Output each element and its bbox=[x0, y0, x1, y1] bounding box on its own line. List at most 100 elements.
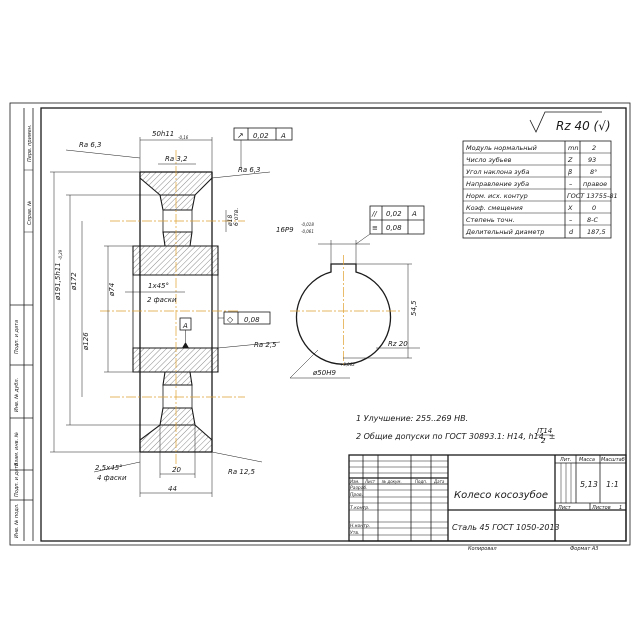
param-val-6: 8-С bbox=[587, 216, 598, 224]
col-sign: Подп. bbox=[415, 479, 427, 484]
sym-symbol: ≡ bbox=[372, 224, 378, 232]
hub-contour bbox=[295, 263, 392, 365]
base-label: A bbox=[182, 322, 188, 330]
param-sym-5: X bbox=[567, 204, 573, 212]
copied-label: Копировал bbox=[468, 546, 497, 552]
dim-dia-18: ø18 bbox=[227, 215, 234, 227]
param-val-1: 93 bbox=[588, 156, 596, 164]
role-2: Т.контр. bbox=[350, 505, 370, 511]
dim-dia-172: ø172 bbox=[70, 272, 78, 291]
sym-value: 0,08 bbox=[386, 224, 402, 232]
role-0: Разраб. bbox=[350, 485, 368, 491]
section-dimensions: 50h11 -0,16 ↗ 0,02 A Ra 6,3 Ra 3,2 Ra 6,… bbox=[50, 127, 293, 497]
role-1: Пров. bbox=[350, 492, 363, 498]
side-label-0: Перв. примен. bbox=[27, 124, 33, 162]
col-list: Лист bbox=[364, 479, 376, 484]
param-name-1: Число зубьев bbox=[466, 156, 512, 164]
par-value: 0,02 bbox=[386, 210, 402, 218]
col-doc: № докум. bbox=[381, 479, 402, 484]
role-5: Утв. bbox=[350, 530, 359, 536]
param-name-7: Делительный диаметр bbox=[465, 228, 544, 236]
keyway-dev-bot: -0,061 bbox=[301, 229, 314, 234]
ra-63-top: Ra 6,3 bbox=[79, 141, 102, 149]
keyway-dev-top: -0,018 bbox=[301, 222, 314, 227]
web-top-a bbox=[159, 194, 196, 211]
chamfer-inner: 1x45° bbox=[148, 282, 169, 290]
part-name: Колесо косозубое bbox=[454, 489, 548, 501]
hub-bottom bbox=[132, 347, 219, 373]
note-fraction-num: IT14 bbox=[537, 427, 552, 435]
dim-dia-outer: ø191,5h11 bbox=[54, 262, 62, 301]
param-sym-3: – bbox=[569, 180, 572, 188]
param-val-4: ГОСТ 13755-81 bbox=[567, 192, 618, 200]
hub-view: 16P9 -0,018 -0,061 // 0,02 A ≡ 0,08 54,5… bbox=[276, 205, 425, 379]
param-name-0: Модуль нормальный bbox=[466, 144, 537, 152]
runout-frame bbox=[233, 127, 293, 141]
web-bottom-a bbox=[162, 371, 193, 386]
param-name-2: Угол наклона зуба bbox=[466, 168, 529, 176]
cyl-value: 0,08 bbox=[244, 316, 260, 324]
roughness-sign bbox=[529, 111, 602, 133]
bore bbox=[132, 274, 219, 349]
note-2: 2 Общие допуски по ГОСТ 30893.1: H14, h1… bbox=[356, 432, 556, 441]
rz-20: Rz 20 bbox=[388, 340, 408, 348]
web-top-b bbox=[162, 231, 193, 247]
param-name-5: Коэф. смещения bbox=[466, 204, 523, 212]
base-triangle bbox=[182, 342, 189, 348]
ra-63-right: Ra 6,3 bbox=[238, 166, 261, 174]
param-val-7: 187,5 bbox=[587, 228, 606, 236]
side-label-4: Взам. инв. № bbox=[14, 432, 20, 466]
param-name-3: Направление зуба bbox=[466, 180, 529, 188]
sheets-value: 1 bbox=[619, 505, 622, 511]
par-symbol: // bbox=[371, 210, 377, 218]
dim-dia-outer-dev: -0,29 bbox=[58, 249, 63, 260]
side-label-3: Инв. № дубл. bbox=[14, 378, 20, 412]
dim-545: 54,5 bbox=[410, 300, 418, 316]
cyl-symbol: ◇ bbox=[227, 315, 234, 324]
dim-hub-44: 44 bbox=[168, 485, 177, 493]
side-label-1: Справ. № bbox=[27, 201, 33, 225]
param-sym-0: mn bbox=[568, 144, 578, 152]
technical-notes: 1 Улучшение: 255..269 HB. 2 Общие допуск… bbox=[356, 414, 556, 445]
param-val-2: 8° bbox=[590, 168, 597, 176]
dim-holes-count: 6 отв. bbox=[233, 208, 240, 226]
side-label-6: Инв. № подл. bbox=[14, 504, 20, 539]
note-1: 1 Улучшение: 255..269 HB. bbox=[356, 414, 468, 423]
side-label-5: Подп. и дата bbox=[14, 463, 20, 497]
dim-dia-74: ø74 bbox=[108, 283, 116, 297]
mass-value: 5,13 bbox=[580, 480, 598, 489]
param-sym-1: Z bbox=[567, 156, 573, 164]
bore-dev: +0,062 bbox=[340, 362, 355, 367]
param-name-6: Степень точн. bbox=[466, 216, 515, 224]
chamfer-outer-count: 4 фаски bbox=[97, 474, 127, 482]
scale-label: Масштаб bbox=[601, 457, 625, 463]
keyway-tol: 16P9 bbox=[276, 226, 294, 234]
ra-125: Ra 12,5 bbox=[228, 468, 256, 476]
roughness-general: Rz 40 (√) bbox=[556, 119, 611, 133]
part-material: Сталь 45 ГОСТ 1050-2013 bbox=[452, 523, 560, 532]
note-fraction-den: 2 bbox=[541, 437, 546, 445]
side-label-2: Подп. и дата bbox=[14, 320, 20, 354]
col-date: Дата bbox=[433, 479, 445, 484]
bore-dia: ø50H9 bbox=[312, 369, 336, 377]
hub-top bbox=[132, 245, 219, 276]
param-sym-2: β bbox=[568, 168, 572, 176]
sheet-outer-border bbox=[9, 102, 631, 546]
dim-width-dev: -0,16 bbox=[178, 135, 189, 140]
title-block: Изм. Лист № докум. Подп. Дата Разраб. Пр… bbox=[348, 454, 627, 552]
sheet-label: Лист bbox=[557, 505, 572, 511]
sheets-label: Листов bbox=[591, 505, 611, 511]
param-val-3: правое bbox=[583, 180, 607, 188]
param-val-0: 2 bbox=[592, 144, 596, 152]
param-sym-6: – bbox=[569, 216, 572, 224]
role-4: Н.контр. bbox=[350, 523, 370, 529]
gear-section-view bbox=[100, 150, 245, 470]
chamfer-inner-count: 2 фаски bbox=[147, 296, 177, 304]
param-sym-7: d bbox=[569, 228, 574, 236]
ra-32: Ra 3,2 bbox=[165, 155, 188, 163]
format-label: Формат A3 bbox=[570, 546, 598, 552]
scale-value: 1:1 bbox=[606, 480, 619, 489]
hole-bottom bbox=[162, 384, 193, 409]
dim-hub-20: 20 bbox=[172, 466, 181, 474]
